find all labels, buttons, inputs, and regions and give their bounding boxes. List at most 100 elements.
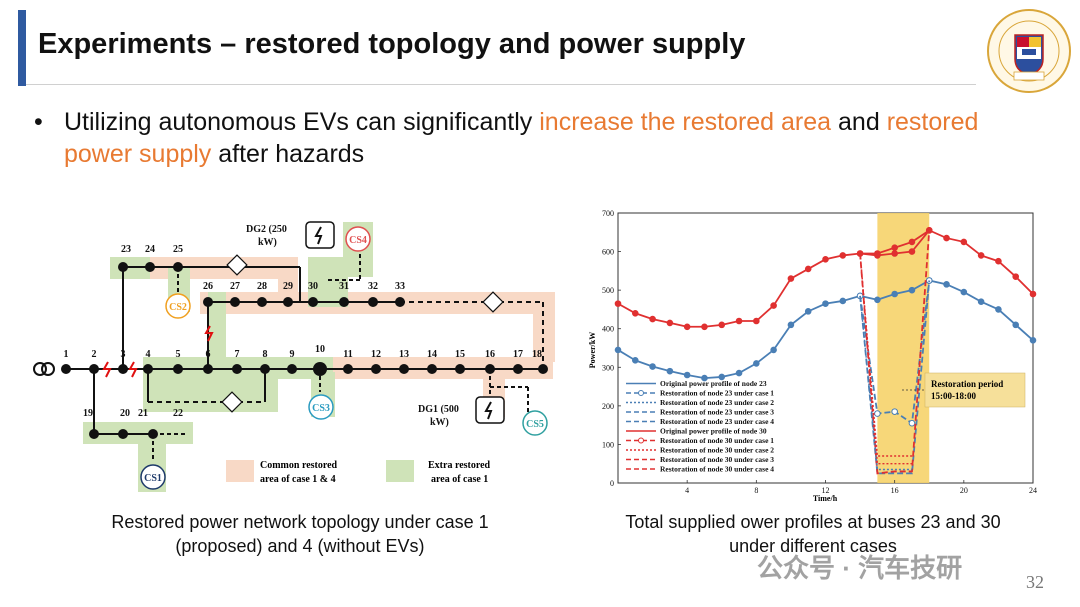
chart-caption: Total supplied ower profiles at buses 23… — [588, 510, 1038, 558]
bullet-part2: and — [831, 108, 887, 136]
series-point-0 — [804, 308, 812, 315]
highlight-restored-area: increase the restored area — [539, 108, 832, 136]
legend-entry-5: Original power profile of node 30 — [660, 427, 767, 436]
series-point-0 — [683, 371, 691, 379]
series-point-0 — [977, 298, 985, 306]
series-point-0 — [614, 346, 622, 354]
legend-extra-swatch — [386, 460, 414, 482]
topology-caption-line2: (proposed) and 4 (without EVs) — [175, 536, 425, 556]
legend-entry-9: Restoration of node 30 under case 4 — [660, 465, 774, 474]
cs3-label: CS3 — [312, 403, 330, 414]
y-tick-label: 300 — [602, 363, 614, 372]
series-point-0 — [735, 369, 743, 377]
legend-entry-6: Restoration of node 30 under case 1 — [660, 436, 774, 445]
node-label-7: 7 — [235, 349, 240, 360]
series-point-1 — [891, 408, 898, 415]
series-point-0 — [891, 290, 898, 298]
legend-entry-2: Restoration of node 23 under case 2 — [660, 398, 774, 407]
title-accent-bar — [18, 10, 26, 86]
series-point-0 — [1012, 321, 1020, 329]
series-line-2 — [859, 280, 931, 475]
dg1-label-2: kW) — [430, 417, 449, 428]
node-label-33: 33 — [395, 281, 405, 292]
series-point-0 — [874, 296, 881, 304]
series-point-0 — [1029, 336, 1037, 344]
legend-entry-8: Restoration of node 30 under case 3 — [660, 455, 774, 464]
node-label-19: 19 — [83, 408, 93, 419]
node-label-28: 28 — [257, 281, 267, 292]
series-point-0 — [822, 300, 829, 307]
topology-diagram: CS1 CS2 CS3 CS4 CS5 DG2 (250 kW) DG1 (50… — [33, 221, 555, 492]
y-tick-label: 700 — [602, 209, 614, 218]
legend-entry-1: Restoration of node 23 under case 1 — [660, 389, 774, 398]
series-point-3 — [891, 244, 898, 252]
series-point-3 — [718, 321, 726, 329]
cs5-label: CS5 — [526, 419, 544, 430]
y-tick-label: 600 — [602, 248, 614, 257]
dg2-label-1: DG2 (250 — [246, 224, 287, 235]
legend-common-text-2: area of case 1 & 4 — [260, 474, 336, 485]
series-point-3 — [977, 252, 985, 259]
y-tick-label: 100 — [602, 440, 614, 449]
series-point-3 — [943, 234, 950, 242]
series-point-0 — [960, 288, 968, 296]
series-point-3 — [666, 319, 674, 327]
x-tick-label: 8 — [754, 486, 758, 495]
legend-entry-0: Original power profile of node 23 — [660, 379, 767, 388]
series-point-0 — [770, 346, 777, 354]
bullet-dot: • — [34, 108, 43, 136]
y-tick-label: 200 — [602, 402, 614, 411]
series-point-3 — [995, 257, 1002, 265]
dg2-label-2: kW) — [258, 237, 277, 248]
legend-entry-4: Restoration of node 23 under case 4 — [660, 417, 774, 426]
series-point-3 — [787, 275, 795, 282]
dg1-label-1: DG1 (500 — [418, 404, 459, 415]
series-point-0 — [995, 306, 1002, 313]
series-point-0 — [666, 367, 674, 375]
series-point-0 — [631, 357, 639, 364]
legend-entry-3: Restoration of node 23 under case 3 — [660, 408, 774, 417]
series-point-3 — [1012, 273, 1020, 280]
y-tick-label: 400 — [602, 325, 614, 334]
annotation-box — [924, 372, 1026, 408]
x-tick-label: 12 — [822, 486, 830, 495]
series-point-3 — [1029, 290, 1037, 298]
node-label-13: 13 — [399, 349, 409, 360]
legend-entry-7: Restoration of node 30 under case 2 — [660, 446, 774, 455]
series-dotted-2 — [859, 253, 912, 457]
node-label-15: 15 — [455, 349, 465, 360]
node-label-5: 5 — [176, 349, 181, 360]
series-point-0 — [701, 374, 708, 382]
title-divider — [26, 84, 976, 85]
series-point-3 — [822, 255, 829, 263]
series-point-0 — [718, 373, 726, 381]
slide-title: Experiments – restored topology and powe… — [38, 28, 746, 60]
chart-caption-line1: Total supplied ower profiles at buses 23… — [625, 512, 1001, 532]
node-label-17: 17 — [513, 349, 523, 360]
x-tick-label: 16 — [891, 486, 899, 495]
series-point-3 — [683, 323, 691, 331]
legend-marker — [638, 390, 644, 396]
x-tick-label: 20 — [960, 486, 968, 495]
legend-common-swatch — [226, 460, 254, 482]
node-label-10: 10 — [315, 344, 325, 355]
node-label-11: 11 — [343, 349, 352, 360]
bullet-text: Utilizing autonomous EVs can significant… — [64, 106, 984, 170]
x-tick-label: 24 — [1029, 486, 1037, 495]
series-line-5 — [859, 230, 931, 475]
node-label-22: 22 — [173, 408, 183, 419]
legend-extra-text-1: Extra restored — [428, 460, 491, 471]
node-label-32: 32 — [368, 281, 378, 292]
y-tick-label: 500 — [602, 286, 614, 295]
series-point-3 — [908, 238, 916, 246]
series-point-1 — [908, 419, 916, 427]
node-label-9: 9 — [290, 349, 295, 360]
series-point-0 — [649, 363, 656, 370]
page-number: 32 — [1026, 572, 1044, 592]
legend-common-text-1: Common restored — [260, 460, 338, 471]
node-label-20: 20 — [120, 408, 130, 419]
series-point-3 — [770, 302, 777, 309]
series-point-3 — [614, 300, 622, 307]
topology-caption-line1: Restored power network topology under ca… — [111, 512, 489, 532]
cs2-label: CS2 — [169, 302, 187, 313]
